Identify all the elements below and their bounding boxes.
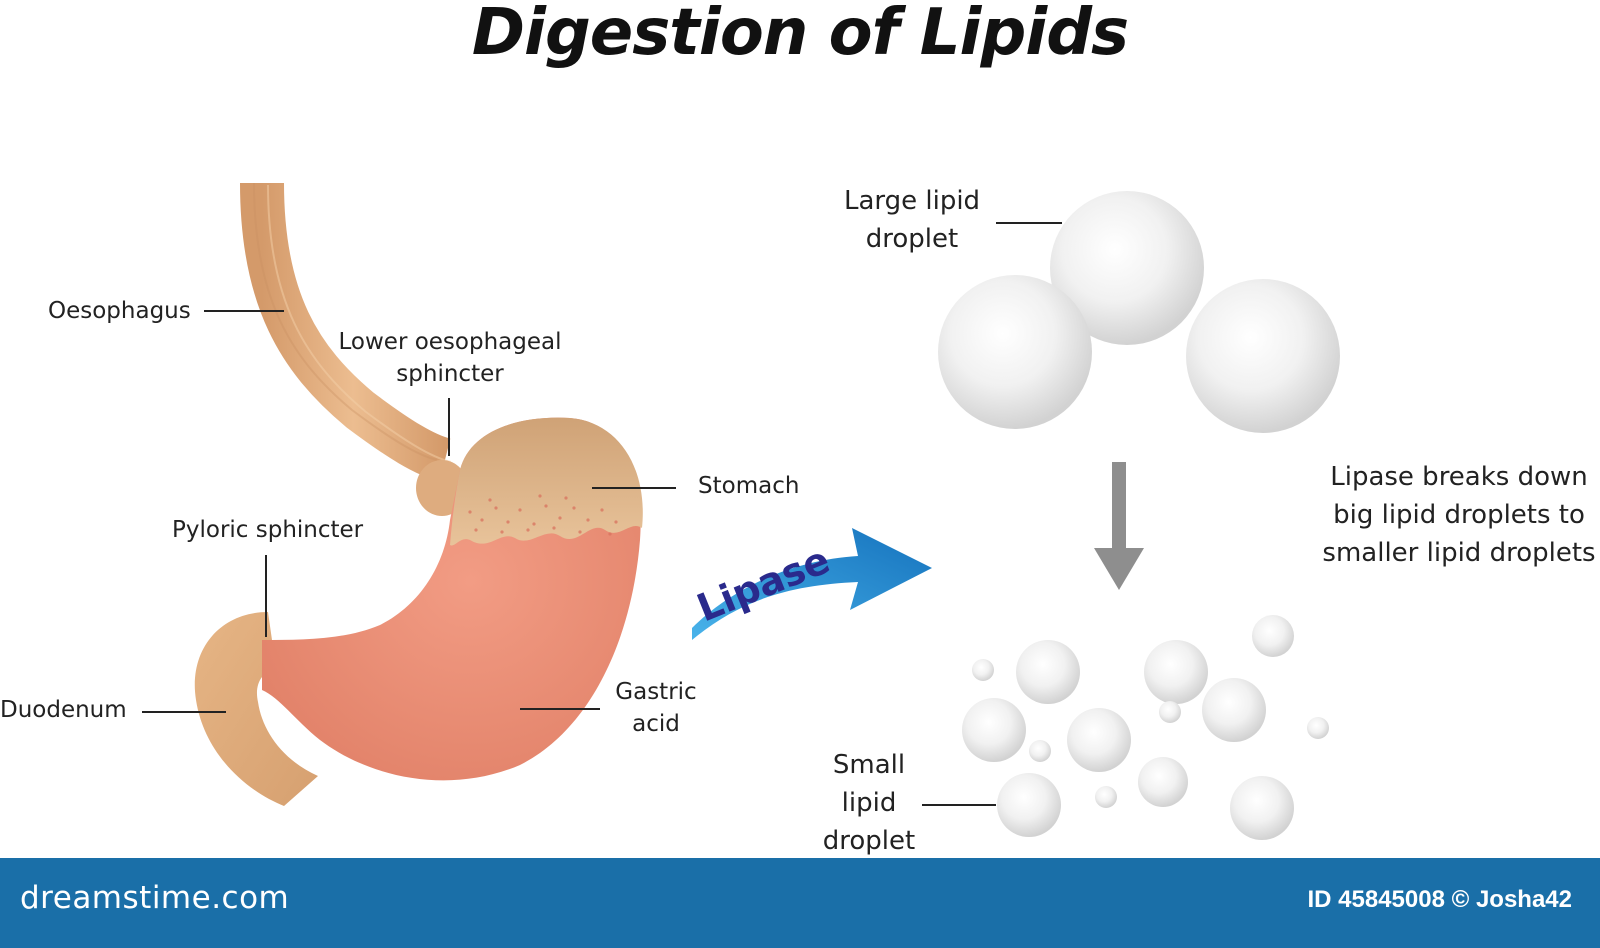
leader-line-stomach: [592, 487, 676, 489]
lipase-arrow: [692, 528, 932, 640]
large-droplet: [1050, 191, 1204, 345]
label-small-droplet-line1: Small: [832, 750, 906, 780]
label-duodenum: Duodenum: [0, 697, 127, 723]
explanation-line2: big lipid droplets to: [1333, 500, 1585, 530]
large-droplet: [1186, 279, 1340, 433]
small-droplet: [1144, 640, 1208, 704]
duodenum-shape: [194, 612, 318, 806]
small-droplet: [962, 698, 1026, 762]
small-droplet: [1202, 678, 1266, 742]
label-small-droplet-line3: droplet: [822, 826, 916, 856]
label-gastric-acid: Gastric acid: [606, 676, 706, 740]
small-droplets: [962, 615, 1329, 840]
oesophagus-shape: [240, 182, 452, 482]
label-lower-sphincter: Lower oesophageal sphincter: [336, 326, 564, 390]
small-droplet: [1307, 717, 1329, 739]
footer-image-id: ID 45845008 © Josha42: [1307, 886, 1572, 913]
label-gastric-acid-line1: Gastric: [615, 679, 697, 705]
leader-line-gastric-acid: [520, 708, 600, 710]
small-droplet: [997, 773, 1061, 837]
large-droplet: [938, 275, 1092, 429]
small-droplet: [972, 659, 994, 681]
small-droplet: [1159, 701, 1181, 723]
page-title: Digestion of Lipids: [471, 0, 1129, 70]
label-gastric-acid-line2: acid: [632, 711, 680, 737]
footer-logo: dreamstime.com: [20, 880, 290, 916]
small-droplet: [1067, 708, 1131, 772]
small-droplet: [1029, 740, 1051, 762]
leader-line-oesophagus: [204, 310, 284, 312]
small-droplet: [1016, 640, 1080, 704]
footer-bar: dreamstime.com ID 45845008 © Josha42: [0, 858, 1600, 948]
process-arrow: [1094, 462, 1144, 590]
lipase-label: Lipase: [691, 538, 836, 631]
small-droplet: [1138, 757, 1188, 807]
label-stomach: Stomach: [698, 473, 800, 499]
label-small-droplet-line2: lipid: [841, 788, 897, 818]
small-droplet: [1252, 615, 1294, 657]
stomach-fundus-shape: [450, 417, 643, 546]
explanation-line1: Lipase breaks down: [1330, 462, 1588, 492]
explanation-line3: smaller lipid droplets: [1322, 538, 1596, 568]
label-lower-sphincter-line2: sphincter: [396, 361, 504, 387]
explanation-text: Lipase breaks down big lipid droplets to…: [1318, 458, 1600, 572]
label-pyloric-sphincter: Pyloric sphincter: [172, 517, 364, 543]
leader-line-lower-sphincter: [448, 398, 450, 456]
label-lower-sphincter-line1: Lower oesophageal: [338, 329, 562, 355]
label-large-droplet: Large lipid droplet: [832, 182, 992, 258]
label-large-droplet-line1: Large lipid: [843, 186, 981, 216]
small-droplet: [1230, 776, 1294, 840]
small-droplet: [1095, 786, 1117, 808]
label-large-droplet-line2: droplet: [865, 224, 959, 254]
leader-line-large-droplet: [996, 222, 1062, 224]
leader-line-duodenum: [142, 711, 226, 713]
leader-line-small-droplet: [922, 804, 996, 806]
label-small-droplet: Small lipid droplet: [800, 746, 938, 860]
label-oesophagus: Oesophagus: [48, 298, 191, 324]
leader-line-pyloric: [265, 555, 267, 637]
